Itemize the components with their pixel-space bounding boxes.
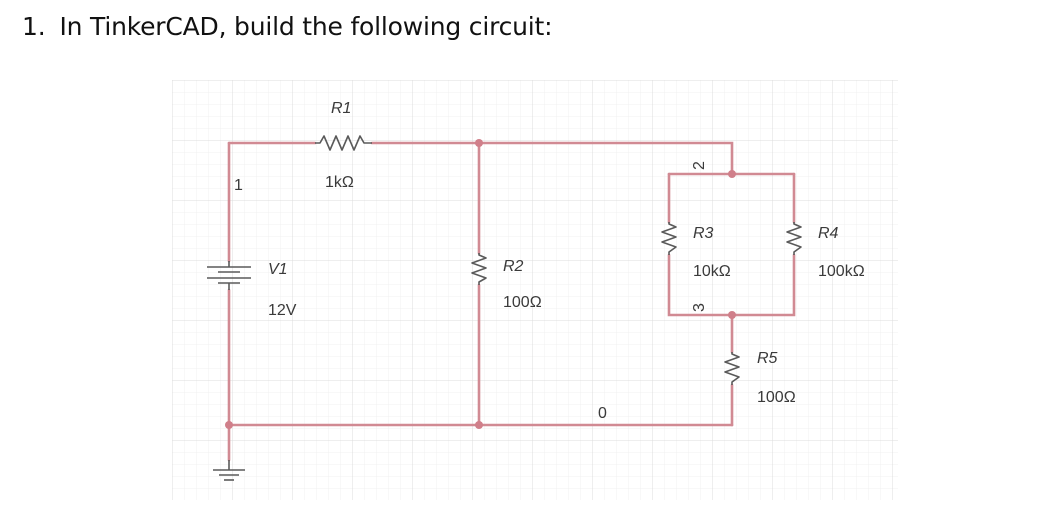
junction-top [475,139,483,147]
r2-value: 100Ω [503,294,542,311]
r2-name: R2 [503,258,524,275]
schematic-grid [172,80,898,500]
question-heading: 1. In TinkerCAD, build the following circ… [22,12,553,41]
resistor-r4-symbol [786,222,802,255]
node-0-label: 0 [598,405,607,422]
resistor-r2-symbol [471,253,487,285]
resistor-r5-symbol [724,352,740,385]
resistor-r1-symbol [315,135,372,151]
junction-bottom-left [225,421,233,429]
node-3-label: 3 [691,303,708,312]
r1-value: 1kΩ [325,174,354,191]
battery-v1-symbol [207,261,251,290]
r3-value: 10kΩ [693,263,731,280]
resistor-r3-symbol [661,222,677,255]
r4-value: 100kΩ [818,263,865,280]
r1-name: R1 [331,100,351,117]
junction-bottom-mid [475,421,483,429]
node-1-label: 1 [234,177,243,194]
question-text: In TinkerCAD, build the following circui… [59,12,553,41]
ground-icon [213,460,245,481]
r4-name: R4 [818,225,839,242]
r5-name: R5 [757,350,778,367]
junction-nodes [225,139,736,429]
v1-name: V1 [268,261,288,278]
r3-name: R3 [693,225,714,242]
r5-value: 100Ω [757,389,796,406]
question-number: 1. [22,12,46,41]
junction-node-2 [728,170,736,178]
v1-value: 12V [268,302,297,319]
node-2-label: 2 [691,161,708,170]
junction-node-3 [728,311,736,319]
